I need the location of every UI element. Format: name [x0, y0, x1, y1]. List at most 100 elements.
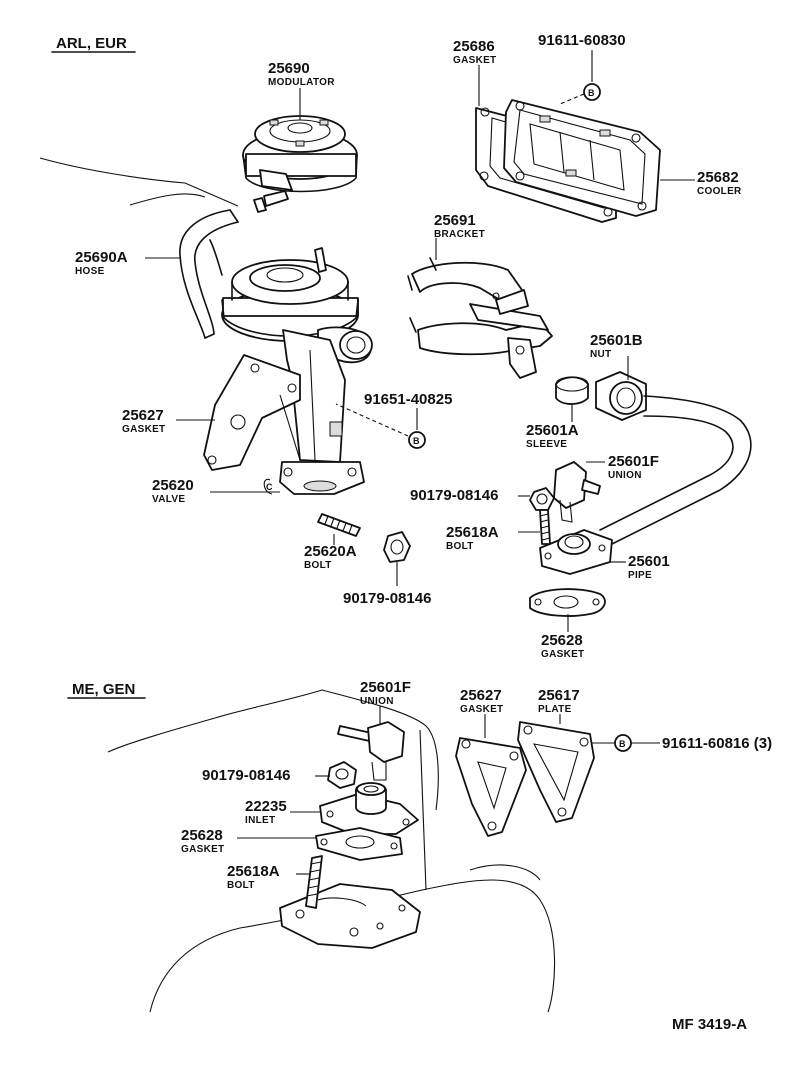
svg-text:25620: 25620	[152, 477, 194, 494]
svg-text:25618A: 25618A	[446, 524, 499, 541]
svg-text:90179-08146: 90179-08146	[410, 487, 498, 504]
nut-90179-union	[529, 487, 555, 511]
bolt-25618a-bottom	[305, 855, 323, 909]
svg-text:GASKET: GASKET	[122, 424, 165, 435]
nut-25601b	[595, 371, 647, 421]
svg-text:BOLT: BOLT	[304, 560, 332, 571]
svg-text:UNION: UNION	[608, 470, 642, 481]
svg-text:INLET: INLET	[245, 815, 275, 826]
svg-text:HOSE: HOSE	[75, 266, 105, 277]
gasket-25627-top	[203, 354, 301, 471]
callout-25691: 25691 BRACKET	[434, 212, 485, 240]
callout-25690a: 25690A HOSE	[75, 249, 128, 277]
callout-25627-top: 25627 GASKET	[122, 407, 165, 435]
svg-text:GASKET: GASKET	[541, 649, 584, 660]
svg-text:NUT: NUT	[590, 349, 611, 360]
valve-part: C	[221, 247, 373, 495]
svg-text:GASKET: GASKET	[453, 55, 496, 66]
svg-text:PLATE: PLATE	[538, 704, 572, 715]
dashed-leader	[559, 93, 585, 105]
callout-25620: 25620 VALVE	[152, 477, 194, 505]
svg-text:22235: 22235	[245, 798, 287, 815]
svg-text:GASKET: GASKET	[460, 704, 503, 715]
marker-b-valve: B	[408, 431, 426, 449]
svg-text:25601A: 25601A	[526, 422, 579, 439]
hose-part	[179, 209, 239, 339]
callout-91611-60816: 91611-60816 (3)	[662, 735, 772, 752]
callout-90179-top-valve: 90179-08146	[343, 590, 431, 607]
callout-25620a: 25620A BOLT	[304, 543, 357, 571]
svg-text:25690A: 25690A	[75, 249, 128, 266]
svg-text:25682: 25682	[697, 169, 739, 186]
svg-text:BOLT: BOLT	[446, 541, 474, 552]
callout-25601: 25601 PIPE	[628, 553, 670, 581]
bolt-25620a	[317, 513, 361, 537]
svg-text:91611-60830: 91611-60830	[538, 32, 626, 49]
svg-text:B: B	[413, 436, 420, 446]
engine-outline	[39, 157, 239, 207]
svg-text:25628: 25628	[181, 827, 223, 844]
callout-25628-top: 25628 GASKET	[541, 632, 584, 660]
svg-text:SLEEVE: SLEEVE	[526, 439, 567, 450]
callout-25618a-bottom: 25618A BOLT	[227, 863, 280, 891]
svg-text:B: B	[588, 88, 595, 98]
svg-text:25686: 25686	[453, 38, 495, 55]
figure-code: MF 3419-A	[672, 1016, 747, 1033]
callout-22235: 22235 INLET	[245, 798, 287, 826]
union-25601f-bottom	[337, 721, 405, 781]
pipe-part	[539, 395, 752, 575]
callout-25601f-top: 25601F UNION	[608, 453, 659, 481]
callout-25627-bottom: 25627 GASKET	[460, 687, 503, 715]
callout-25617: 25617 PLATE	[538, 687, 580, 715]
svg-text:25627: 25627	[122, 407, 164, 424]
svg-text:25691: 25691	[434, 212, 476, 229]
nut-90179-bottom	[327, 761, 357, 789]
svg-text:BOLT: BOLT	[227, 880, 255, 891]
gasket-25627-bottom	[455, 737, 527, 837]
engine-outline-bottom	[107, 689, 556, 1013]
marker-b-plate: B	[614, 734, 632, 752]
sleeve-part	[555, 376, 589, 405]
svg-text:BRACKET: BRACKET	[434, 229, 485, 240]
bolt-25618a-top	[539, 509, 551, 545]
svg-text:25617: 25617	[538, 687, 580, 704]
bracket-part	[407, 257, 553, 379]
svg-text:90179-08146: 90179-08146	[343, 590, 431, 607]
callout-90179-top-union: 90179-08146	[410, 487, 498, 504]
svg-text:25620A: 25620A	[304, 543, 357, 560]
section-title-me-gen: ME, GEN	[72, 681, 135, 698]
svg-text:91651-40825: 91651-40825	[364, 391, 452, 408]
gasket-25628-top	[529, 588, 606, 617]
marker-c: C	[266, 482, 273, 492]
svg-text:25601B: 25601B	[590, 332, 643, 349]
svg-text:COOLER: COOLER	[697, 186, 742, 197]
cooler-part	[503, 99, 661, 217]
svg-text:UNION: UNION	[360, 696, 394, 707]
svg-text:90179-08146: 90179-08146	[202, 767, 290, 784]
callout-25601b: 25601B NUT	[590, 332, 643, 360]
dashed-leader	[335, 403, 409, 437]
svg-text:MODULATOR: MODULATOR	[268, 77, 335, 88]
svg-text:B: B	[619, 739, 626, 749]
callout-25690: 25690 MODULATOR	[268, 60, 335, 88]
svg-text:VALVE: VALVE	[152, 494, 185, 505]
inlet-part	[319, 782, 419, 835]
section-title-arl-eur: ARL, EUR	[56, 35, 127, 52]
plate-part	[517, 721, 595, 823]
nut-90179-valve	[383, 531, 411, 563]
modulator-part	[242, 115, 358, 213]
svg-text:PIPE: PIPE	[628, 570, 652, 581]
callout-25682: 25682 COOLER	[697, 169, 742, 197]
svg-text:25627: 25627	[460, 687, 502, 704]
svg-text:25601: 25601	[628, 553, 670, 570]
svg-text:25628: 25628	[541, 632, 583, 649]
engine-outline	[129, 193, 206, 206]
union-25601f-top	[553, 461, 601, 523]
callout-25628-bottom: 25628 GASKET	[181, 827, 224, 855]
svg-text:25601F: 25601F	[608, 453, 659, 470]
callout-25686: 25686 GASKET	[453, 38, 496, 66]
callout-25601a: 25601A SLEEVE	[526, 422, 579, 450]
svg-text:25690: 25690	[268, 60, 310, 77]
callout-25618a-top: 25618A BOLT	[446, 524, 499, 552]
